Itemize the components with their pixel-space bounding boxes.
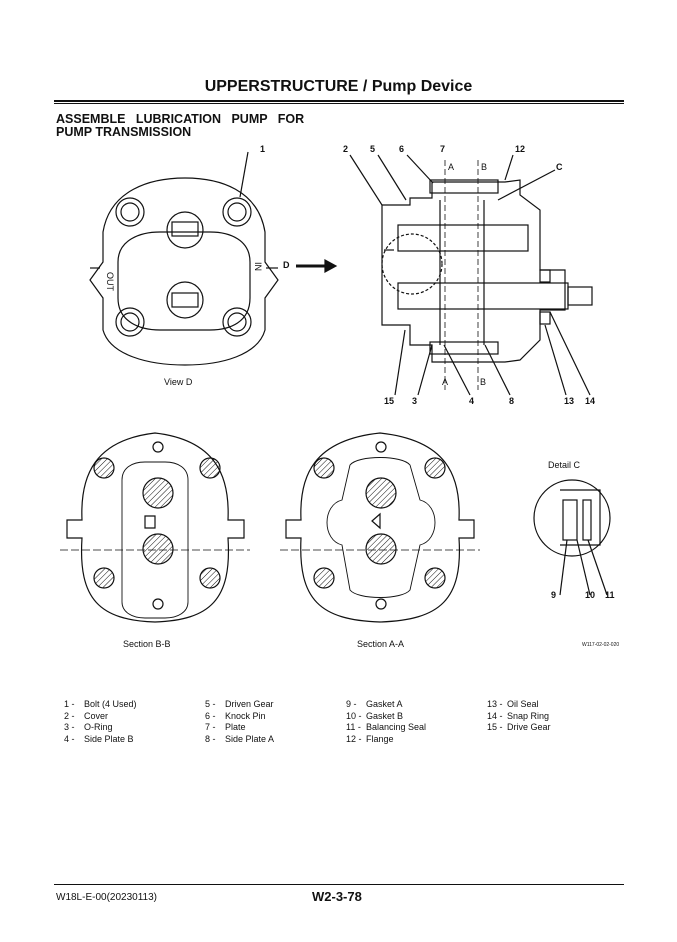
legend-item: 13 -Oil Seal: [487, 699, 539, 709]
legend-column-2: 5 -Driven Gear 6 -Knock Pin 7 -Plate 8 -…: [205, 699, 274, 745]
legend-item: 7 -Plate: [205, 722, 246, 733]
callout-10: 10: [585, 590, 595, 600]
legend-item: 4 -Side Plate B: [64, 733, 134, 744]
legend-column-1: 1 -Bolt (4 Used) 2 -Cover 3 -O-Ring 4 -S…: [64, 699, 137, 745]
view-d-drawing: [89, 151, 279, 366]
header-rule-thin: [54, 103, 624, 104]
section-mark-a-bottom: A: [442, 377, 448, 387]
figure-code: W117-02-02-020: [582, 642, 619, 648]
section-heading: ASSEMBLE LUBRICATION PUMP FOR PUMP TRANS…: [56, 112, 305, 139]
callout-4: 4: [469, 396, 474, 406]
arrow-d-label: D: [283, 260, 290, 270]
legend-item: 9 -Gasket A: [346, 699, 403, 709]
legend-item: 10 -Gasket B: [346, 710, 404, 721]
section-bb-drawing: [60, 432, 250, 623]
legend-item: 15 -Drive Gear: [487, 722, 551, 733]
legend-item: 2 -Cover: [64, 710, 109, 721]
callout-12: 12: [515, 144, 525, 154]
callout-13: 13: [564, 396, 574, 406]
callout-6: 6: [399, 144, 404, 154]
section-aa-drawing: [280, 432, 480, 623]
legend-item: 12 -Flange: [346, 733, 394, 744]
detail-c-label: Detail C: [548, 460, 581, 470]
legend-column-3: 9 -Gasket A 10 -Gasket B 11 -Balancing S…: [346, 699, 426, 745]
doc-code: W18L-E-00(20230113): [56, 892, 157, 903]
svg-text:OUT: OUT: [105, 272, 115, 292]
callout-2: 2: [343, 144, 348, 154]
callout-5: 5: [370, 144, 375, 154]
view-d-label: View D: [164, 377, 193, 387]
callout-7: 7: [440, 144, 445, 154]
footer-rule: [54, 884, 624, 885]
legend-item: 6 -Knock Pin: [205, 710, 266, 721]
legend-item: 1 -Bolt (4 Used): [64, 699, 137, 709]
page-number: W2-3-78: [312, 889, 362, 904]
detail-marker-c: C: [556, 162, 563, 172]
section-mark-b-top: B: [481, 162, 487, 172]
legend-item: 11 -Balancing Seal: [346, 722, 427, 733]
callout-1: 1: [260, 144, 265, 154]
section-mark-a-top: A: [448, 162, 454, 172]
callout-9: 9: [551, 590, 556, 600]
legend-item: 14 -Snap Ring: [487, 710, 550, 721]
svg-text:IN: IN: [253, 262, 263, 271]
section-bb-label: Section B-B: [123, 639, 171, 649]
legend-item: 8 -Side Plate A: [205, 733, 275, 744]
callout-14: 14: [585, 396, 595, 406]
callout-15: 15: [384, 396, 394, 406]
header-rule: [54, 100, 624, 102]
section-aa-label: Section A-A: [357, 639, 404, 649]
legend-item: 3 -O-Ring: [64, 722, 113, 733]
section-mark-b-bottom: B: [480, 377, 486, 387]
callout-8: 8: [509, 396, 514, 406]
page-title: UPPERSTRUCTURE / Pump Device: [204, 78, 473, 95]
cross-section-drawing: [349, 154, 593, 396]
callout-3: 3: [412, 396, 417, 406]
callout-11: 11: [605, 590, 615, 600]
legend-column-4: 13 -Oil Seal 14 -Snap Ring 15 -Drive Gea…: [487, 699, 551, 734]
detail-c-drawing: [533, 479, 611, 596]
legend-item: 5 -Driven Gear: [205, 699, 274, 709]
